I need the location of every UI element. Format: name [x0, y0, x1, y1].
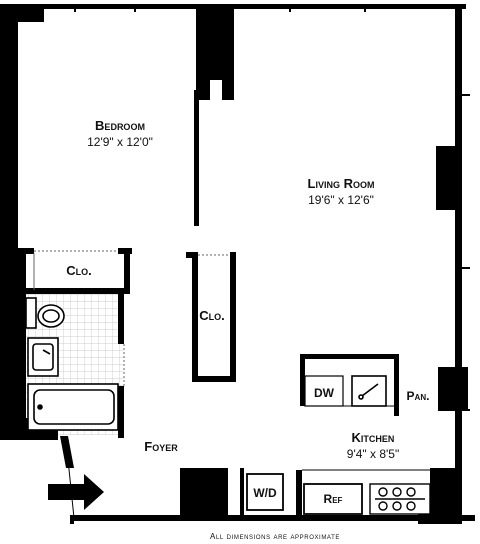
- exterior-walls: [0, 4, 475, 524]
- dishwasher-box: [304, 375, 344, 407]
- bathtub-icon: [27, 383, 119, 431]
- structural-columns: [180, 4, 468, 524]
- bedroom-label: Bedroom: [95, 118, 145, 133]
- interior-walls: [18, 90, 399, 518]
- bedroom-dims: 12'9" x 12'0": [87, 135, 153, 149]
- closet-hall-label: Clo.: [199, 308, 225, 323]
- living-room-label: Living Room: [308, 176, 375, 191]
- dishwasher-label: DW: [314, 386, 335, 400]
- pantry-label: Pan.: [407, 389, 430, 403]
- entry-door-swing: [65, 439, 75, 519]
- kitchen-dims: 9'4" x 8'5": [347, 447, 399, 461]
- footnote: All dimensions are approximate: [210, 532, 340, 541]
- washer-dryer-box: [246, 473, 284, 511]
- living-room-dims: 19'6" x 12'6": [308, 193, 374, 207]
- stove-icon: [369, 483, 431, 515]
- window-ticks: [74, 4, 470, 411]
- sink-icon: [27, 337, 59, 377]
- foyer-label: Foyer: [144, 439, 178, 454]
- refrigerator-box: [303, 483, 363, 515]
- refrigerator-label: Ref: [324, 492, 343, 506]
- closet-bedroom-label: Clo.: [66, 263, 92, 278]
- entry-arrow-icon: [48, 474, 104, 510]
- kitchen-sink-icon: [351, 375, 387, 407]
- toilet-icon: [25, 297, 65, 329]
- kitchen-label: Kitchen: [352, 430, 395, 445]
- washer-dryer-label: W/D: [253, 486, 277, 500]
